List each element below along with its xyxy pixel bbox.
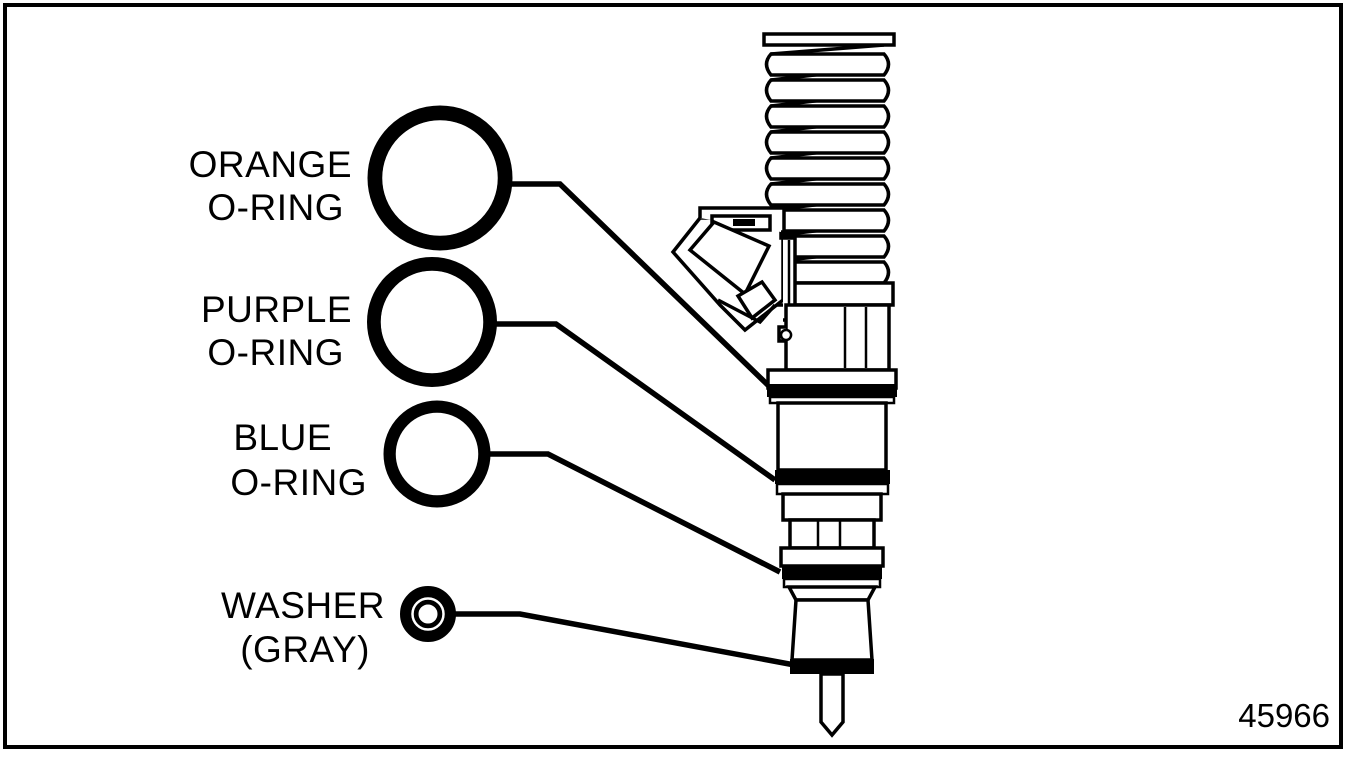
callout-label-washer-line1: WASHER [221,585,385,626]
figure-id-label: 45966 [1238,697,1330,734]
callout-labels: ORANGE O-RING PURPLE O-RING BLUE O-RING … [189,144,385,670]
purple-o-ring-seat [775,470,890,496]
leader-line-purple [492,321,777,483]
spring-top-plate [762,32,896,47]
injector-upper-body [777,303,891,372]
part-washer [400,586,456,642]
figure-border [3,3,1343,749]
callout-label-washer-line2: (GRAY) [240,629,370,670]
injector-assembly [670,32,898,738]
callout-label-orange-line2: O-RING [207,187,344,228]
callout-label-blue-line1: BLUE [233,417,332,458]
callout-label-orange-line1: ORANGE [189,144,352,185]
leader-lines [452,181,801,669]
injector-mid-body [776,401,888,472]
blue-o-ring-seat [782,566,882,589]
electrical-connector [670,206,797,333]
part-purple-o-ring [367,257,497,387]
injector-nozzle [786,585,878,662]
leader-line-washer [452,611,801,669]
callout-label-blue-line2: O-RING [230,462,367,503]
part-orange-o-ring [367,105,513,251]
leader-line-blue [480,451,782,575]
callout-label-purple-line1: PURPLE [201,289,352,330]
coil-spring [762,32,896,285]
injector-tip [819,672,845,738]
part-blue-o-ring [383,400,491,508]
leader-line-orange [505,181,775,392]
orange-o-ring-seat [767,384,897,405]
washer-seat [790,659,874,674]
injector-lower-body [779,492,885,568]
spring-coils [764,43,891,285]
callout-label-purple-line2: O-RING [207,332,344,373]
